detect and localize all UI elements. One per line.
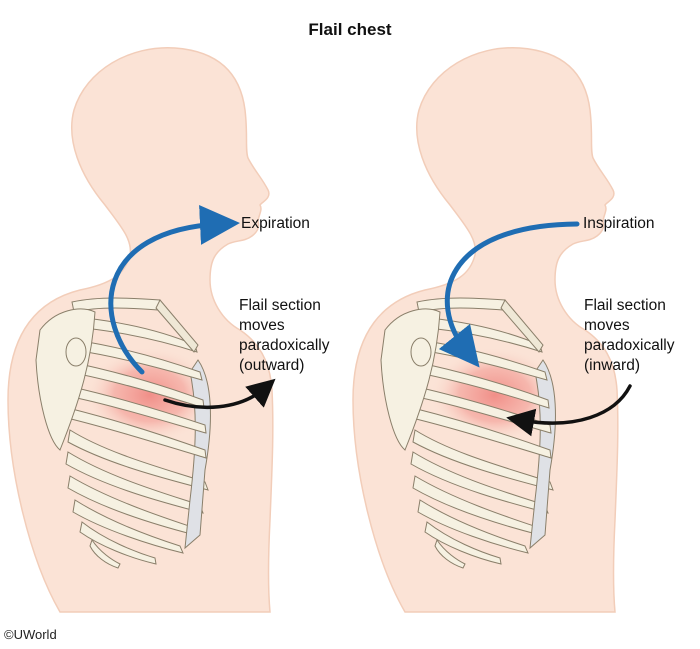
outward-motion-arrow: [163, 378, 276, 409]
right-panel-figure: [352, 47, 632, 613]
flail-label-left-line-1: Flail section: [239, 297, 321, 314]
copyright-notice: ©UWorld: [4, 627, 57, 642]
flail-label-left-line-4: (outward): [239, 357, 305, 374]
inward-motion-arrow: [506, 384, 632, 437]
flail-label-right-line-3: paradoxically: [584, 337, 675, 354]
flail-label-left-line-3: paradoxically: [239, 337, 330, 354]
flail-label-right-line-2: moves: [584, 317, 630, 334]
inspiration-label: Inspiration: [583, 215, 655, 232]
expiration-label: Expiration: [241, 215, 310, 232]
flail-label-left: Flail section moves paradoxically (outwa…: [239, 296, 329, 376]
flail-label-right: Flail section moves paradoxically (inwar…: [584, 296, 674, 376]
inspiration-arrow: [438, 221, 580, 368]
flail-label-left-line-2: moves: [239, 317, 285, 334]
flail-label-right-line-4: (inward): [584, 357, 640, 374]
left-panel-figure: [7, 47, 276, 613]
expiration-arrow: [108, 204, 240, 375]
figure-title: Flail chest: [308, 20, 392, 39]
flail-label-right-line-1: Flail section: [584, 297, 666, 314]
